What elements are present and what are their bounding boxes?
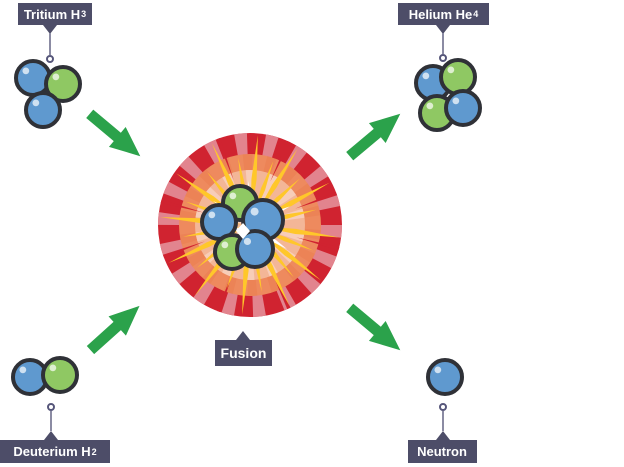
deuterium-callout-line (50, 411, 52, 431)
burst-pink-wedges (158, 133, 342, 317)
neutron-label: Neutron (408, 440, 477, 463)
deuterium-label-pointer (44, 431, 58, 440)
particle-highlight (221, 241, 229, 249)
particle-highlight (229, 192, 237, 200)
proton-particle (41, 356, 79, 394)
particle-highlight (208, 211, 216, 219)
tritium-label-pointer (43, 25, 57, 34)
particle-highlight (52, 73, 60, 81)
particle-highlight (22, 67, 30, 75)
neutron-particle (426, 358, 464, 396)
core-white-flash (236, 223, 250, 239)
particle-highlight (32, 99, 40, 107)
neutron-label-text: Neutron (417, 444, 467, 459)
fusion-label-pointer (236, 331, 250, 340)
proton-particle (439, 58, 477, 96)
neutron-label-pointer (436, 431, 450, 440)
particle-highlight (243, 237, 252, 246)
particle-highlight (422, 72, 430, 80)
tritium-callout-ring (46, 55, 54, 63)
deuterium-callout-ring (47, 403, 55, 411)
neutron-particle (444, 89, 482, 127)
neutron-particle (426, 358, 464, 396)
particle-highlight (447, 66, 455, 74)
particle-highlight (434, 366, 442, 374)
particle-highlight (19, 366, 27, 374)
neutron-particle (14, 59, 52, 97)
particle-highlight (250, 207, 259, 216)
helium-atom (414, 58, 482, 132)
arrow-deuterium-to-fusion-icon (86, 305, 140, 355)
helium-callout-line (442, 33, 444, 54)
arrow-fusion-to-neutron-icon (346, 303, 401, 351)
arrow-tritium-to-fusion-icon (86, 109, 141, 157)
deuterium-atom (11, 356, 79, 396)
helium-label-pointer (436, 25, 450, 34)
tritium-atom (14, 59, 82, 129)
tritium-label-text: Tritium H (23, 6, 81, 22)
neutron-particle (24, 91, 62, 129)
fusion-label-text: Fusion (220, 345, 267, 361)
fusion-core-atom (200, 184, 285, 271)
arrow-fusion-to-helium-icon (346, 113, 401, 161)
particle-highlight (452, 97, 460, 105)
particle-highlight (49, 364, 57, 372)
neutron-callout-ring (439, 403, 447, 411)
neutron-callout-line (442, 411, 444, 431)
particle-highlight (426, 102, 434, 110)
fusion-burst (158, 133, 342, 317)
helium-callout-ring (439, 54, 447, 62)
helium-label-text: Helium He (408, 6, 473, 22)
deuterium-label-text: Deuterium H (13, 444, 91, 459)
fusion-label: Fusion (215, 340, 272, 366)
tritium-callout-line (49, 33, 51, 55)
